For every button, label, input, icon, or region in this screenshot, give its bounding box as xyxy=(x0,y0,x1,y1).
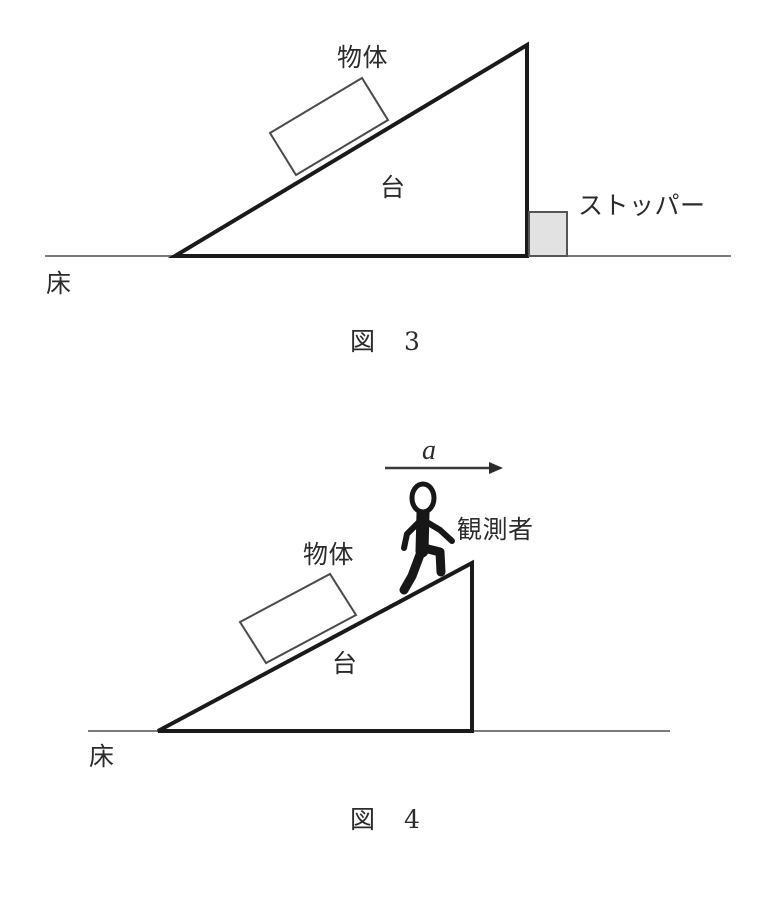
figure4-caption: 図 4 xyxy=(350,805,422,834)
figure3-ramp-label: 台 xyxy=(380,173,406,202)
figure3-stopper-label: ストッパー xyxy=(578,191,706,220)
figure-3-group: 物体 台 床 ストッパー 図 3 xyxy=(45,41,731,356)
figure3-floor-label: 床 xyxy=(46,269,72,298)
figure4-ramp-label: 台 xyxy=(332,649,358,678)
figure3-stopper-box xyxy=(528,211,568,257)
figure3-ramp-triangle xyxy=(167,41,529,258)
figure4-acceleration-label: a xyxy=(422,435,436,466)
figure3-object-label: 物体 xyxy=(337,43,388,72)
figure4-observer-label: 観測者 xyxy=(457,515,534,544)
figure3-object-block xyxy=(268,76,390,177)
figure4-acceleration-arrow xyxy=(385,462,503,474)
observer-torso xyxy=(415,506,430,558)
figure4-observer-figure xyxy=(399,481,455,595)
observer-front-leg xyxy=(419,543,446,577)
figure3-caption: 図 3 xyxy=(350,327,422,356)
observer-head xyxy=(409,481,437,515)
figure-4-group: a 物 xyxy=(88,435,670,834)
figure4-object-label: 物体 xyxy=(303,540,354,569)
observer-back-leg xyxy=(399,547,426,595)
observer-left-arm xyxy=(401,518,423,551)
observer-right-arm xyxy=(422,518,455,544)
figure4-floor-label: 床 xyxy=(89,742,115,771)
figure4-object-block xyxy=(238,572,358,665)
arrow-head-icon xyxy=(489,462,503,474)
